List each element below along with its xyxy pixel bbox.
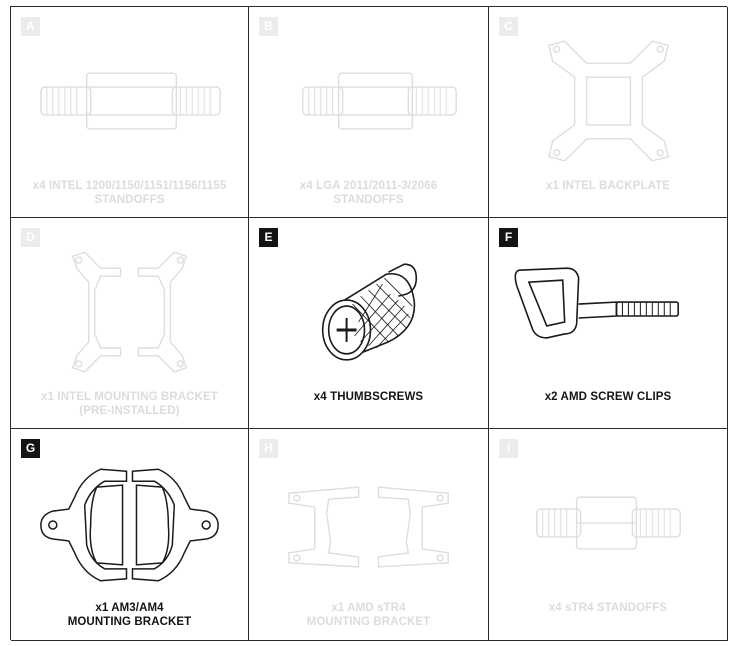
part-caption: x4 INTEL 1200/1150/1151/1156/1155 STANDO… xyxy=(32,180,227,206)
str4-standoff-icon xyxy=(489,453,727,603)
part-letter-badge: D xyxy=(21,228,40,247)
part-cell-e: E x4 THUMBSCREWS xyxy=(249,218,489,429)
part-caption: x1 AMD sTR4 MOUNTING BRACKET xyxy=(306,602,431,628)
intel-backplate-icon xyxy=(489,31,727,181)
part-letter-badge: A xyxy=(21,17,40,36)
part-letter-badge: I xyxy=(499,439,518,458)
intel-bracket-icon xyxy=(11,242,248,392)
part-cell-g: G x1 AM3/AM4 MOUNTING BRACKET xyxy=(11,429,249,641)
part-caption: x1 INTEL BACKPLATE xyxy=(545,180,671,192)
intel-standoff-icon xyxy=(11,31,248,181)
thumbscrew-icon xyxy=(249,242,488,392)
part-caption: x4 THUMBSCREWS xyxy=(313,391,424,403)
part-caption: x4 sTR4 STANDOFFS xyxy=(548,602,668,614)
part-letter-badge: H xyxy=(259,439,278,458)
part-caption: x1 AM3/AM4 MOUNTING BRACKET xyxy=(67,602,192,628)
part-letter-badge: G xyxy=(21,439,40,458)
part-cell-i: I x4 sTR4 STANDOFFS xyxy=(489,429,728,641)
part-cell-f: F x2 AMD SCREW CLIPS xyxy=(489,218,728,429)
part-caption: x2 AMD SCREW CLIPS xyxy=(544,391,672,403)
part-cell-d: D x1 INTEL MOUNTING BRACKET (PRE-INSTALL… xyxy=(11,218,249,429)
part-cell-c: C x1 INTEL BACKPLATE xyxy=(489,7,728,218)
part-letter-badge: E xyxy=(259,228,278,247)
lga-standoff-icon xyxy=(249,31,488,181)
part-cell-b: B x4 LGA 2011/2011-3/2066 STANDOFFS xyxy=(249,7,489,218)
parts-grid: A x4 INTEL 1200/1150/1151/1156/1155 STAN… xyxy=(10,6,728,641)
str4-bracket-icon xyxy=(249,453,488,603)
part-caption: x4 LGA 2011/2011-3/2066 STANDOFFS xyxy=(299,180,438,206)
part-caption: x1 INTEL MOUNTING BRACKET (PRE-INSTALLED… xyxy=(41,391,218,417)
part-letter-badge: C xyxy=(499,17,518,36)
amd-screw-clip-icon xyxy=(489,242,727,392)
part-letter-badge: B xyxy=(259,17,278,36)
part-cell-h: H x1 AMD sTR4 MOUNTING BRACKET xyxy=(249,429,489,641)
part-cell-a: A x4 INTEL 1200/1150/1151/1156/1155 STAN… xyxy=(11,7,249,218)
part-letter-badge: F xyxy=(499,228,518,247)
am4-bracket-icon xyxy=(11,453,248,603)
